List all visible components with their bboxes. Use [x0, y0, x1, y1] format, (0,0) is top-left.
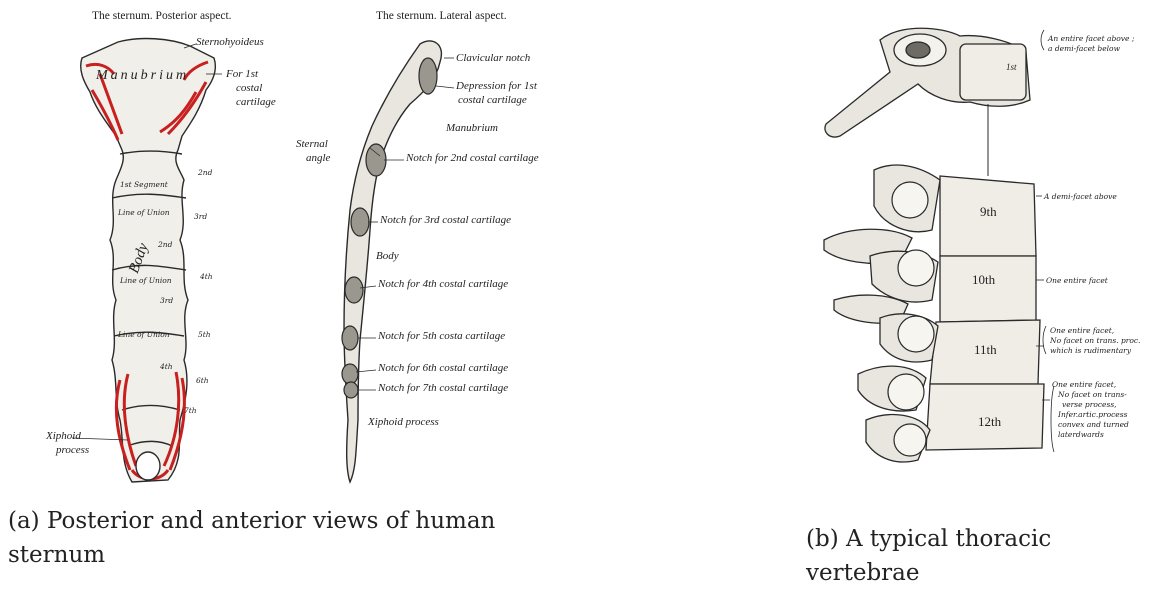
label-notch-5: Notch for 5th costa cartilage	[378, 330, 505, 342]
label-11th-note-1: One entire facet,	[1050, 326, 1114, 335]
label-process: process	[56, 444, 89, 456]
label-2nd: 2nd	[198, 168, 212, 177]
label-1st-segment: 1st Segment	[120, 180, 168, 189]
label-11th: 11th	[974, 342, 997, 358]
label-notch-6: Notch for 6th costal cartilage	[378, 362, 508, 374]
label-clavicular-notch: Clavicular notch	[456, 52, 530, 64]
label-notch-7: Notch for 7th costal cartilage	[378, 382, 508, 394]
label-4th: 4th	[200, 272, 213, 281]
label-cartilage: cartilage	[236, 96, 276, 108]
vertebra-1st	[825, 28, 1030, 137]
caption-a: (a) Posterior and anterior views of huma…	[8, 504, 588, 572]
label-sternal: Sternal	[296, 138, 328, 150]
label-notch-4: Notch for 4th costal cartilage	[378, 278, 508, 290]
label-line-of-union-2: Line of Union	[120, 276, 172, 285]
label-notch-3: Notch for 3rd costal cartilage	[380, 214, 511, 226]
label-12th-note-3: verse process,	[1062, 400, 1117, 409]
label-7th: 7th	[184, 406, 197, 415]
label-1st-vertebra: 1st	[1006, 62, 1017, 72]
label-12th-note-5: convex and turned	[1058, 420, 1129, 429]
label-manubrium-word: Manubrium	[96, 68, 189, 84]
label-entire-above-2: a demi-facet below	[1048, 44, 1120, 53]
label-line-of-union-1: Line of Union	[118, 208, 170, 217]
header-posterior: The sternum. Posterior aspect.	[92, 10, 232, 22]
label-10th: 10th	[972, 272, 995, 288]
label-entire-above-1: An entire facet above ;	[1048, 34, 1134, 43]
label-xiphoid-process: Xiphoid process	[368, 416, 439, 428]
figure-a: The sternum. Posterior aspect. The stern…	[0, 0, 580, 500]
label-5th: 5th	[198, 330, 211, 339]
label-body: Body	[376, 250, 399, 262]
label-manubrium: Manubrium	[446, 122, 498, 134]
label-12th-note-2: No facet on trans-	[1058, 390, 1127, 399]
label-3rd: 3rd	[194, 212, 207, 221]
label-costal: costal	[236, 82, 262, 94]
sternum-illustration	[0, 0, 580, 500]
label-notch-2: Notch for 2nd costal cartilage	[406, 152, 539, 164]
label-for-1st: For 1st	[226, 68, 258, 80]
label-sternohyoideus: Sternohyoideus	[196, 36, 264, 48]
figure-b: 1st An entire facet above ; a demi-facet…	[800, 0, 1152, 500]
label-4th-segment: 4th	[160, 362, 173, 371]
label-angle: angle	[306, 152, 330, 164]
label-line-of-union-3: Line of Union	[118, 330, 170, 339]
header-lateral: The sternum. Lateral aspect.	[376, 10, 507, 22]
label-one-entire: One entire facet	[1046, 276, 1108, 285]
label-depression-2: costal cartilage	[458, 94, 527, 106]
label-12th: 12th	[978, 414, 1001, 430]
label-3rd-segment: 3rd	[160, 296, 173, 305]
vertebra-lower-column	[824, 165, 1044, 462]
label-11th-note-3: which is rudimentary	[1050, 346, 1131, 355]
label-xiphoid: Xiphoid	[46, 430, 81, 442]
label-12th-note-1: One entire facet,	[1052, 380, 1116, 389]
caption-b: (b) A typical thoracic vertebrae	[806, 522, 1146, 590]
label-9th: 9th	[980, 204, 997, 220]
label-depression-1: Depression for 1st	[456, 80, 537, 92]
label-11th-note-2: No facet on trans. proc.	[1050, 336, 1140, 345]
label-demi-above: A demi-facet above	[1044, 192, 1117, 201]
label-2nd-segment: 2nd	[158, 240, 172, 249]
label-6th: 6th	[196, 376, 209, 385]
label-12th-note-4: Infer.artic.process	[1058, 410, 1127, 419]
label-12th-note-6: laterdwards	[1058, 430, 1104, 439]
